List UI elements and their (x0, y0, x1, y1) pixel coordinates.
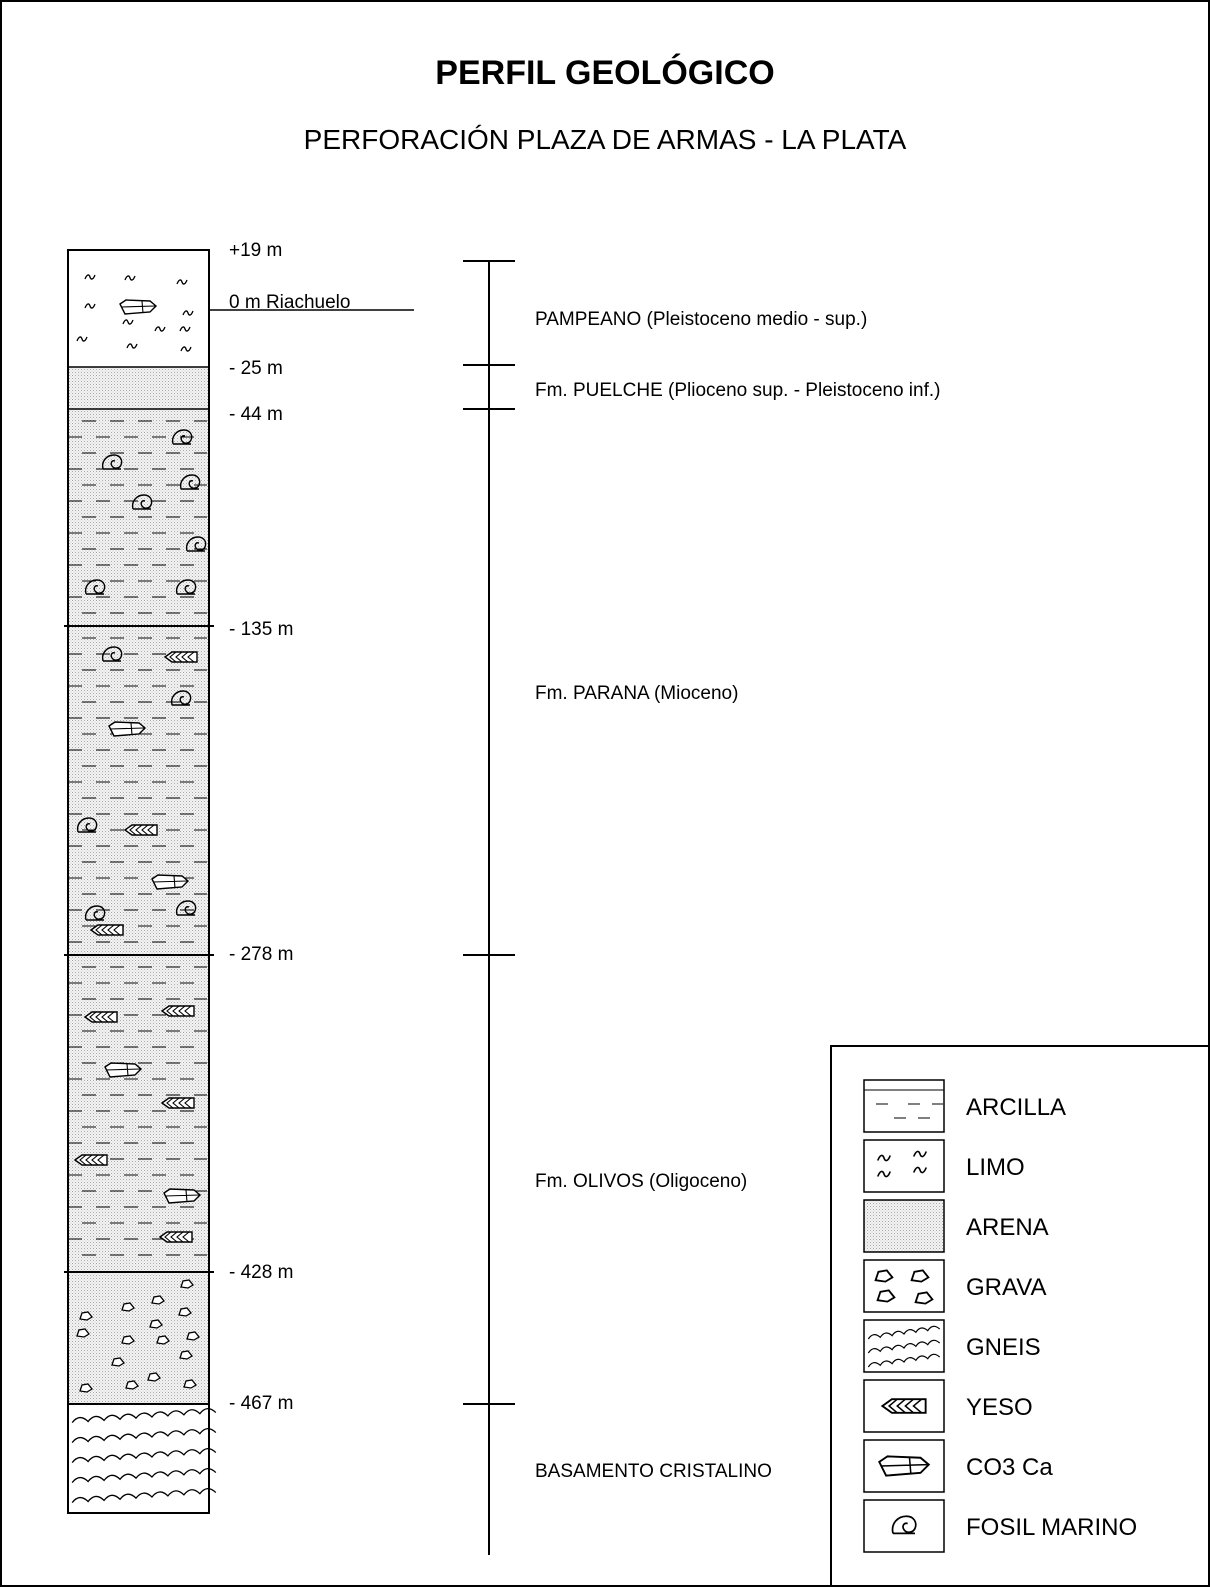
depth-label: - 278 m (229, 944, 293, 965)
co3ca-inclusion (152, 875, 188, 889)
yeso-inclusion (162, 1006, 194, 1016)
column-layer-grava (68, 1272, 209, 1404)
co3ca-inclusion (164, 1189, 200, 1203)
yeso-inclusion (162, 1098, 194, 1108)
depth-label: - 44 m (229, 404, 283, 425)
column-layer-arcilla (68, 955, 209, 1272)
co3ca-inclusion (109, 722, 145, 736)
column-layer-arcilla (68, 626, 209, 955)
legend-label: GNEIS (966, 1334, 1041, 1361)
yeso-inclusion (160, 1232, 192, 1242)
legend-item-fosil: FOSIL MARINO (864, 1500, 1137, 1552)
legend-label: ARENA (966, 1214, 1049, 1241)
yeso-inclusion (85, 1012, 117, 1022)
legend-label: ARCILLA (966, 1094, 1066, 1121)
legend-label: FOSIL MARINO (966, 1514, 1137, 1541)
depth-label: - 428 m (229, 1262, 293, 1283)
depth-label: 0 m Riachuelo (229, 292, 350, 313)
yeso-inclusion (75, 1155, 107, 1165)
legend-item-yeso: YESO (864, 1380, 1033, 1432)
legend-item-arcilla: ARCILLA (864, 1080, 1066, 1132)
legend-label: YESO (966, 1394, 1033, 1421)
legend-label: LIMO (966, 1154, 1025, 1181)
depth-label: - 25 m (229, 358, 283, 379)
depth-label: +19 m (229, 240, 282, 261)
column-layer-limo (68, 250, 209, 367)
column-layer-arena (68, 367, 209, 409)
yeso-inclusion (165, 652, 197, 662)
co3ca-inclusion (120, 300, 156, 314)
formation-label: PAMPEANO (Pleistoceno medio - sup.) (535, 309, 867, 330)
depth-label: - 467 m (229, 1393, 293, 1414)
formation-label: BASAMENTO CRISTALINO (535, 1461, 772, 1482)
legend-item-gneis: GNEIS (864, 1320, 1041, 1372)
legend-label: GRAVA (966, 1274, 1046, 1301)
yeso-inclusion (125, 825, 157, 835)
legend-label: CO3 Ca (966, 1454, 1053, 1481)
formation-label: Fm. OLIVOS (Oligoceno) (535, 1171, 747, 1192)
formation-label: Fm. PUELCHE (Plioceno sup. - Pleistoceno… (535, 380, 941, 401)
depth-label: - 135 m (229, 619, 293, 640)
legend-item-arena: ARENA (864, 1200, 1049, 1252)
co3ca-inclusion (105, 1063, 141, 1077)
legend: ARCILLA LIMO ARENA GRAVA GNEIS YESO CO3 Ca FOSI… (831, 1046, 1209, 1587)
legend-item-grava: GRAVA (864, 1260, 1046, 1312)
column-layer-gneis (68, 1404, 216, 1513)
legend-item-limo: LIMO (864, 1140, 1025, 1192)
legend-item-co3ca: CO3 Ca (864, 1440, 1053, 1492)
yeso-inclusion (91, 925, 123, 935)
co3ca-icon (879, 1456, 929, 1475)
yeso-icon (882, 1399, 925, 1413)
formation-label: Fm. PARANA (Mioceno) (535, 683, 738, 704)
